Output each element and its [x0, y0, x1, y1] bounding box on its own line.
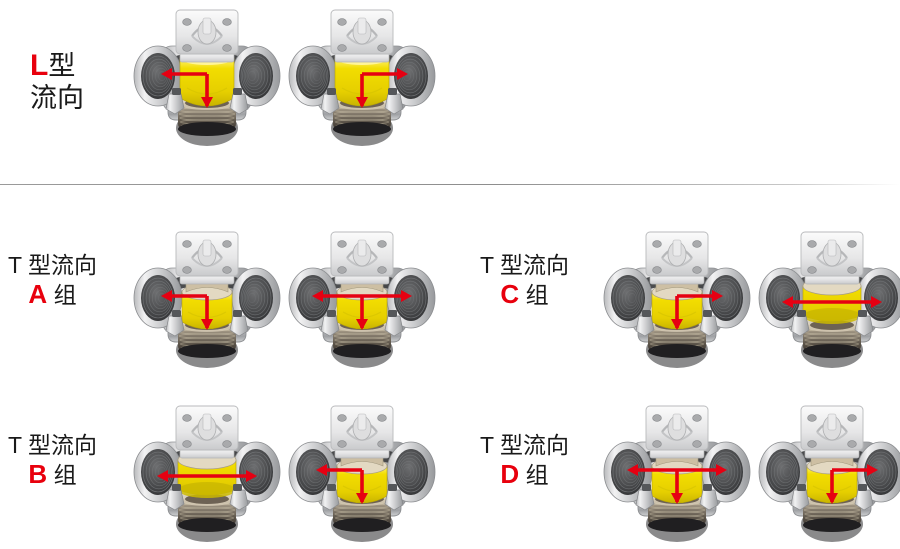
- valve-illustration: [758, 231, 900, 368]
- valve-a-1: [132, 224, 282, 374]
- valve-d-1: [602, 398, 752, 548]
- flow-arrow-down-left: [161, 290, 213, 330]
- valve-illustration: [603, 231, 751, 368]
- flow-arrow-straight-horizontal: [157, 470, 257, 482]
- valve-clamps: [165, 88, 249, 115]
- valve-illustration: [288, 405, 436, 542]
- flow-arrow-down-right: [826, 464, 878, 504]
- valve-clamps: [320, 310, 404, 337]
- valve-top-flange: [800, 231, 864, 285]
- label-l-type-accent: L: [30, 49, 49, 82]
- valve-b-2: [287, 398, 437, 548]
- label-l-type: L型 流向: [30, 48, 84, 115]
- valve-a-2: [287, 224, 437, 374]
- valve-clamps: [635, 484, 719, 511]
- label-t-type-b-line2: B 组: [8, 459, 97, 490]
- valve-clamps: [320, 88, 404, 115]
- flow-arrow-down-left: [161, 68, 213, 108]
- label-t-type-c-line2-rest: 组: [525, 282, 549, 309]
- label-t-type-a-line2: A 组: [8, 279, 97, 310]
- label-l-type-line1-rest: 型: [48, 51, 76, 81]
- valve-illustration: [133, 231, 281, 368]
- flow-arrow-down-right: [356, 68, 408, 108]
- valve-top-flange: [800, 405, 864, 459]
- label-t-type-b: T 型流向 B 组: [8, 432, 97, 490]
- valve-illustration: [133, 405, 281, 542]
- valve-illustration: [133, 9, 281, 146]
- valve-top-flange: [330, 405, 394, 459]
- valve-l-2: [287, 2, 437, 152]
- label-t-type-b-accent: B: [28, 459, 48, 490]
- valve-b-1: [132, 398, 282, 548]
- valve-clamps: [790, 310, 874, 337]
- label-t-type-a-accent: A: [28, 279, 48, 310]
- valve-clamps: [165, 310, 249, 337]
- valve-top-flange: [330, 9, 394, 63]
- section-divider: [0, 184, 900, 185]
- label-t-type-b-line1: T 型流向: [8, 432, 98, 458]
- label-t-type-a-line2-rest: 组: [53, 282, 77, 309]
- label-t-type-c-accent: C: [500, 279, 520, 310]
- label-t-type-a-line1: T 型流向: [8, 252, 98, 278]
- label-t-type-c-line1: T 型流向: [480, 252, 570, 278]
- valve-top-flange: [645, 405, 709, 459]
- label-l-type-line2: 流向: [30, 83, 84, 114]
- valve-top-flange: [330, 231, 394, 285]
- valve-clamps: [635, 310, 719, 337]
- valve-clamps: [320, 484, 404, 511]
- label-t-type-d-line2: D 组: [480, 459, 569, 490]
- label-t-type-d-accent: D: [500, 459, 520, 490]
- label-t-type-d-line2-rest: 组: [525, 462, 549, 489]
- valve-top-flange: [645, 231, 709, 285]
- valve-c-2: [757, 224, 900, 374]
- flow-arrow-down-right: [671, 290, 723, 330]
- valve-illustration: [288, 231, 436, 368]
- valve-d-2: [757, 398, 900, 548]
- flow-arrow-straight-horizontal: [782, 296, 882, 308]
- label-t-type-a: T 型流向 A 组: [8, 252, 97, 310]
- valve-illustration: [758, 405, 900, 542]
- label-t-type-c: T 型流向 C 组: [480, 252, 569, 310]
- label-t-type-c-line2: C 组: [480, 279, 569, 310]
- flow-arrow-tee-left-right-down: [627, 464, 727, 504]
- valve-clamps: [165, 484, 249, 511]
- valve-l-1: [132, 2, 282, 152]
- valve-top-flange: [175, 405, 239, 459]
- flow-arrow-down-left: [316, 464, 368, 504]
- label-t-type-d-line1: T 型流向: [480, 432, 570, 458]
- valve-c-1: [602, 224, 752, 374]
- label-t-type-b-line2-rest: 组: [53, 462, 77, 489]
- valve-top-flange: [175, 9, 239, 63]
- flow-arrow-tee-left-right-down: [312, 290, 412, 330]
- valve-top-flange: [175, 231, 239, 285]
- valve-illustration: [288, 9, 436, 146]
- label-t-type-d: T 型流向 D 组: [480, 432, 569, 490]
- label-l-type-line1: L型: [30, 48, 84, 83]
- valve-clamps: [790, 484, 874, 511]
- valve-illustration: [603, 405, 751, 542]
